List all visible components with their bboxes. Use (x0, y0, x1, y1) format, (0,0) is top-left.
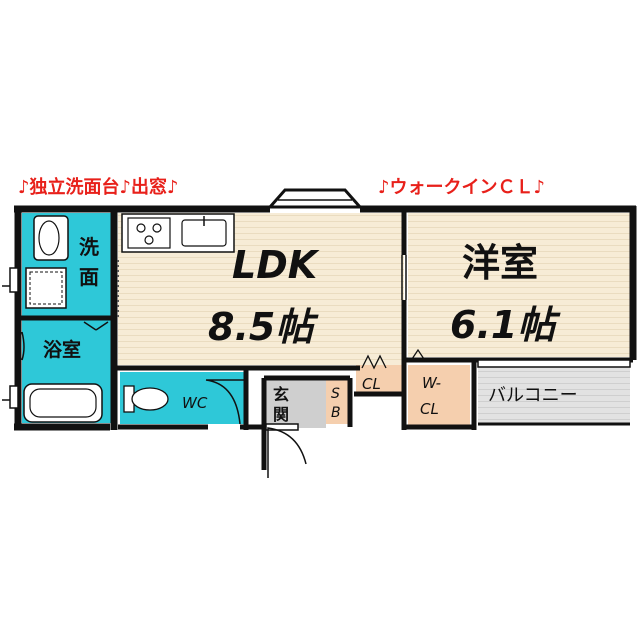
western-room-size: 6.1帖 (450, 303, 561, 347)
balcony-label: バルコニー (488, 385, 578, 406)
closet-label: CL (362, 375, 381, 393)
bath-folding-door (21, 321, 109, 361)
toilet-door (205, 379, 244, 425)
closet-door (361, 348, 427, 370)
entrance-floor (266, 380, 326, 428)
western-room-floor (408, 213, 630, 357)
walkin-closet-floor (408, 365, 470, 425)
sliding-door-ldk-western (401, 255, 407, 300)
shoe-box-floor (326, 380, 348, 424)
entrance-label-top: 玄 (273, 385, 289, 404)
walkin-closet-label-top: W- (422, 374, 441, 392)
closet-floor (356, 365, 402, 393)
bathroom-label: 浴室 (43, 338, 81, 361)
stove (127, 217, 171, 249)
windows (2, 267, 19, 409)
shoe-box-label-top: S (331, 386, 340, 402)
washing-machine (25, 267, 67, 309)
feature-left-text: ♪独立洗面台♪出窓♪ (18, 176, 178, 198)
washroom-label-top: 洗 (79, 235, 99, 259)
entrance-door (265, 423, 307, 478)
kitchen-counter (121, 213, 235, 253)
toilet-label: WC (182, 394, 208, 412)
ldk-size: 8.5帖 (208, 305, 319, 349)
washroom-label-bottom: 面 (79, 265, 99, 289)
bay-window (266, 188, 364, 209)
western-room-label: 洋室 (462, 241, 538, 285)
feature-right-text: ♪ウォークインＣＬ♪ (378, 177, 545, 198)
bathtub (23, 383, 103, 423)
balcony-rail (477, 359, 631, 426)
balcony-floor (478, 365, 630, 424)
wash-basin (33, 215, 69, 261)
toilet-fixture (123, 385, 169, 413)
ldk-label: LDK (232, 243, 320, 287)
walkin-closet-label-bottom: CL (420, 400, 439, 418)
shoe-box-label-bottom: B (331, 405, 341, 421)
entrance-label-bottom: 関 (273, 405, 289, 424)
